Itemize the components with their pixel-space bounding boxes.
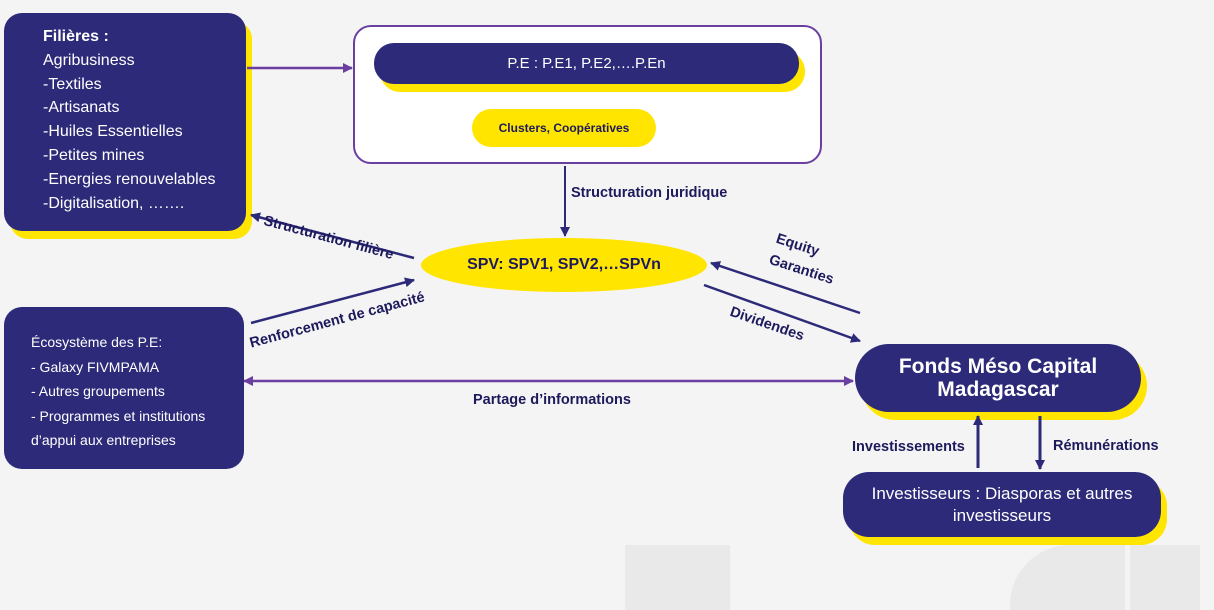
investisseurs-line1: Investisseurs : Diasporas et autres (871, 483, 1133, 503)
filiere-item: -Artisanats (43, 99, 120, 117)
fonds-line2: Madagascar (937, 378, 1059, 401)
filiere-item: -Textiles (43, 75, 102, 93)
ecosysteme-line: - Galaxy FIVMPAMA (31, 358, 160, 375)
filiere-item: Agribusiness (43, 51, 135, 69)
watermark-shape (1130, 545, 1200, 610)
ecosysteme-line: - Autres groupements (31, 383, 165, 400)
arrow-ecosys-to-spv (250, 277, 415, 325)
pe-bar: P.E : P.E1, P.E2,….P.En (374, 43, 799, 84)
investisseurs-line2: investisseurs (952, 505, 1052, 525)
ecosysteme-box: Écosystème des P.E: - Galaxy FIVMPAMA - … (4, 307, 244, 469)
filiere-item: -Digitalisation, ……. (43, 194, 185, 212)
label-partage-informations: Partage d’informations (473, 392, 631, 408)
filiere-item: -Energies renouvelables (43, 170, 216, 188)
label-investissements: Investissements (852, 439, 965, 455)
clusters-badge: Clusters, Coopératives (472, 109, 656, 147)
filieres-title: Filières : (43, 28, 109, 45)
label-remunerations: Rémunérations (1053, 438, 1159, 454)
ecosysteme-line: - Programmes et institutions (31, 407, 206, 424)
filiere-item: -Petites mines (43, 146, 145, 164)
filieres-box: Filières : Agribusiness -Textiles -Artis… (4, 13, 246, 231)
fonds-line1: Fonds Méso Capital (898, 355, 1098, 378)
investisseurs-node: Investisseurs : Diasporas et autres inve… (843, 472, 1161, 537)
fonds-node: Fonds Méso Capital Madagascar (855, 344, 1141, 412)
ecosysteme-line: d’appui aux entreprises (31, 432, 176, 449)
watermark-shape (625, 545, 730, 610)
filiere-item: -Huiles Essentielles (43, 123, 183, 141)
ecosysteme-line: Écosystème des P.E: (31, 334, 163, 350)
arrow-spv-to-filieres (250, 212, 415, 260)
arrow-spv-to-fonds (703, 283, 861, 343)
arrow-fonds-to-spv (710, 261, 861, 315)
label-structuration-juridique: Structuration juridique (571, 185, 728, 201)
spv-node: SPV: SPV1, SPV2,…SPVn (421, 238, 707, 292)
